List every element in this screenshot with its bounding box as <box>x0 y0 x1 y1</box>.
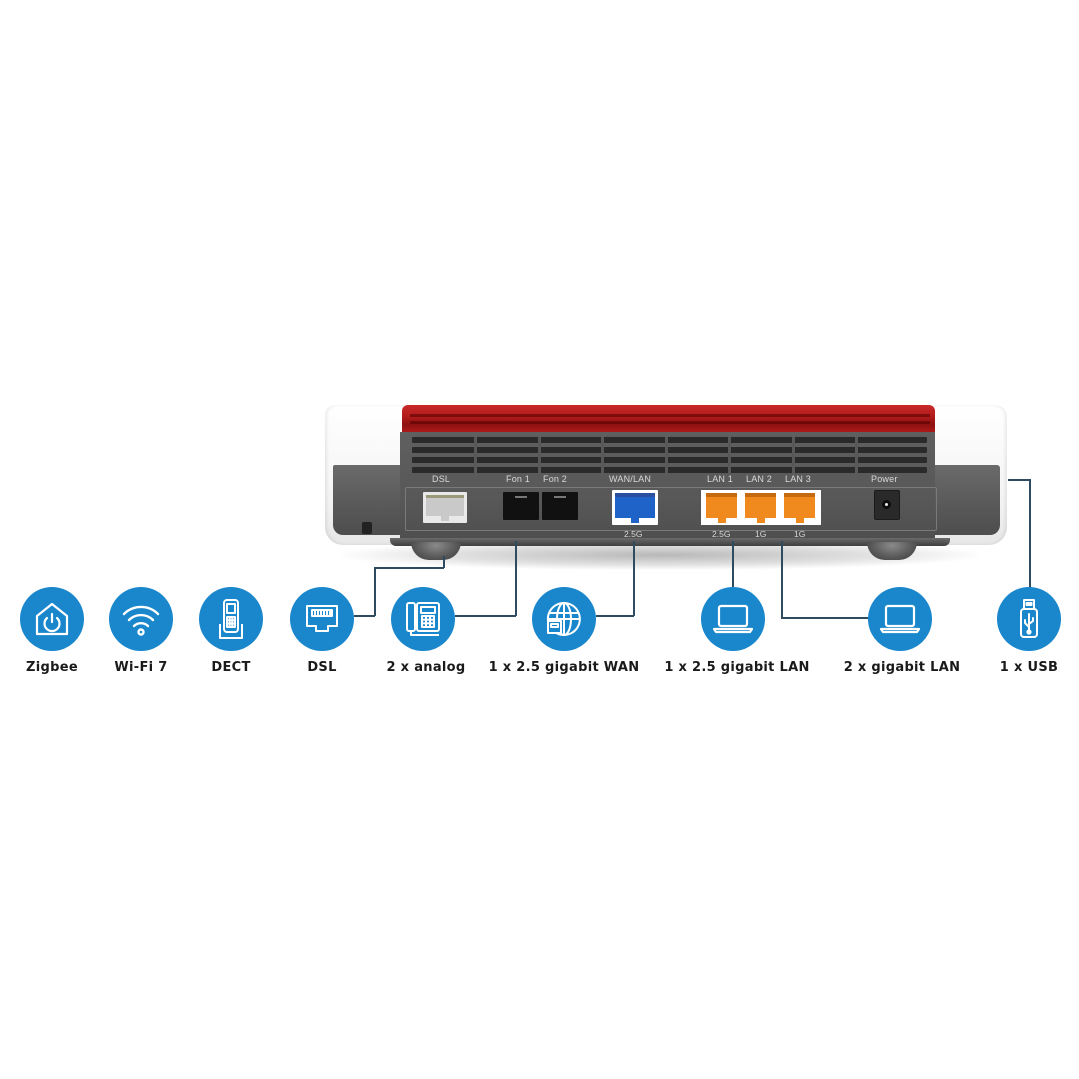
feature-label-wan: 1 x 2.5 gigabit WAN <box>488 660 640 675</box>
wifi-icon <box>122 605 160 636</box>
wan-speed-label: 2.5G <box>624 529 643 539</box>
router-base <box>390 538 950 546</box>
feature-label-usb: 1 x USB <box>999 660 1059 675</box>
fon2-port <box>542 492 578 520</box>
feature-label-lan-1g: 2 x gigabit LAN <box>843 660 961 675</box>
router-red-top <box>402 405 935 433</box>
laptop-icon <box>712 604 754 634</box>
port-label-wan: WAN/LAN <box>609 474 652 484</box>
lan1-port <box>703 490 740 525</box>
lan2-speed-label: 1G <box>755 529 767 539</box>
power-jack <box>874 490 900 520</box>
laptop-icon <box>879 604 921 634</box>
usb-stick-icon <box>1020 599 1038 638</box>
analog-phone-icon <box>406 602 440 636</box>
feature-label-dect: DECT <box>211 660 251 675</box>
feature-lan-1g <box>868 587 932 651</box>
port-label-power: Power <box>871 474 898 484</box>
feature-label-zigbee: Zigbee <box>26 660 78 675</box>
feature-dect <box>199 587 263 651</box>
router-foot-right <box>867 542 917 560</box>
wan-port <box>612 490 658 525</box>
lan2-port <box>742 490 779 525</box>
port-frame <box>405 487 937 531</box>
feature-label-lan-2-5g: 1 x 2.5 gigabit LAN <box>664 660 810 675</box>
feature-analog <box>391 587 455 651</box>
feature-zigbee <box>20 587 84 651</box>
router-foot-left <box>411 542 461 560</box>
port-label-fon2: Fon 2 <box>543 474 568 484</box>
dect-handset-icon <box>219 599 243 639</box>
port-label-dsl: DSL <box>432 474 451 484</box>
feature-label-analog: 2 x analog <box>386 660 466 675</box>
router-cable-notch <box>362 522 372 534</box>
port-label-lan1: LAN 1 <box>707 474 734 484</box>
vent-grille <box>412 437 927 473</box>
router-red-stripe <box>410 414 930 417</box>
feature-usb <box>997 587 1061 651</box>
port-label-lan3: LAN 3 <box>785 474 812 484</box>
feature-lan-2-5g <box>701 587 765 651</box>
feature-wifi <box>109 587 173 651</box>
feature-label-dsl: DSL <box>307 660 337 675</box>
dsl-port-icon <box>306 605 338 632</box>
feature-dsl <box>290 587 354 651</box>
globe-wan-icon <box>546 601 581 636</box>
port-label-fon1: Fon 1 <box>506 474 531 484</box>
fon1-port <box>503 492 539 520</box>
lan3-port <box>781 490 818 525</box>
dsl-port <box>423 492 467 523</box>
port-label-lan2: LAN 2 <box>746 474 773 484</box>
router-right-side <box>930 465 1000 535</box>
feature-label-wifi: Wi-Fi 7 <box>114 660 168 675</box>
feature-wan <box>532 587 596 651</box>
lan3-speed-label: 1G <box>794 529 806 539</box>
lan1-speed-label: 2.5G <box>712 529 731 539</box>
zigbee-smart-home-icon <box>35 602 69 636</box>
router-red-stripe <box>410 421 930 424</box>
